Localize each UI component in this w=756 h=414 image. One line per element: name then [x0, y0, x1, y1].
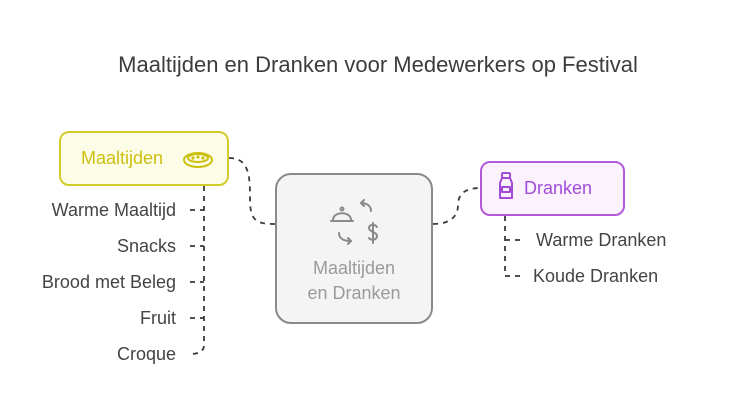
center-label: Maaltijden en Dranken: [307, 256, 400, 306]
food-plate-icon: [182, 147, 214, 176]
connector-center-drinks: [432, 187, 481, 225]
diagram-title: Maaltijden en Dranken voor Medewerkers o…: [118, 52, 638, 77]
meals-node: Maaltijden: [59, 131, 229, 186]
bottle-icon: [497, 171, 515, 206]
meals-item-croque: Croque: [116, 344, 176, 364]
center-label-line1: Maaltijden: [312, 258, 396, 278]
meals-item-brood-met-beleg: Brood met Beleg: [41, 272, 176, 292]
connector-meals-center: [228, 157, 276, 225]
center-label-line2: en Dranken: [307, 283, 401, 303]
meals-item-fruit: Fruit: [140, 308, 176, 328]
drinks-item-warme-dranken: Warme Dranken: [536, 230, 667, 250]
drinks-label: Dranken: [524, 178, 593, 198]
drinks-node: Dranken: [480, 161, 625, 216]
drinks-item-koude-dranken: Koude Dranken: [533, 266, 659, 286]
meals-item-warme-maaltijd: Warme Maaltijd: [51, 200, 176, 220]
connector-drinks-spine: [504, 216, 522, 277]
connector-meals-spine: [189, 186, 205, 355]
center-node: Maaltijden en Dranken: [275, 173, 433, 324]
meals-label: Maaltijden: [81, 148, 164, 168]
food-drink-exchange-icon: [327, 199, 381, 250]
meals-item-snacks: Snacks: [116, 236, 176, 256]
